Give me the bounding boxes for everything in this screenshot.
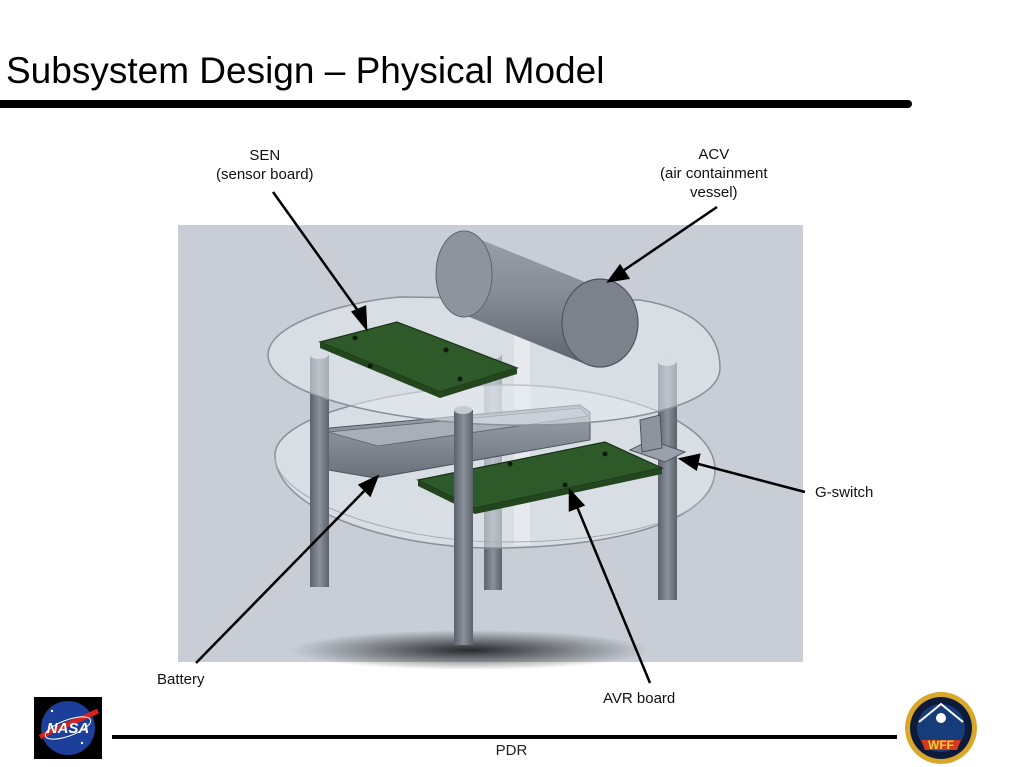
callout-arrows xyxy=(195,191,806,684)
battery-callout-label: Battery xyxy=(157,671,205,688)
acv-callout-line1: ACV xyxy=(698,146,730,163)
slide-title: Subsystem Design – Physical Model xyxy=(6,50,605,91)
acv-arrow xyxy=(613,205,718,279)
gswitch-callout-label: G-switch xyxy=(815,484,874,501)
acv-arrow-head xyxy=(606,263,631,283)
title-underline xyxy=(0,100,912,108)
footer-rule xyxy=(112,735,897,739)
avr-callout-label: AVR board xyxy=(603,690,676,707)
nasa-logo-text: NASA xyxy=(47,720,90,737)
avr-board-hole xyxy=(602,451,608,457)
avr-board-hole xyxy=(562,482,568,488)
battery-arrow-head xyxy=(357,474,380,498)
rod-front-center-cap xyxy=(454,406,472,414)
gswitch-arrow xyxy=(686,459,806,494)
acv-cylinder-body xyxy=(462,232,590,366)
sen-callout-line1: SEN xyxy=(249,147,281,164)
lower-plate-edge xyxy=(274,457,716,543)
battery-arrow xyxy=(195,481,374,664)
sen-callout-line2: (sensor board) xyxy=(216,166,314,183)
footer-text: PDR xyxy=(495,742,528,759)
sen-board-hole xyxy=(457,376,463,382)
rod-front-left xyxy=(310,355,329,587)
sen-board-edge xyxy=(320,342,517,398)
floor-shadow xyxy=(290,630,650,670)
acv-cylinder-back-cap xyxy=(435,230,493,318)
wff-logo: WFF xyxy=(905,692,977,764)
acv-callout-line2: (air containment xyxy=(660,165,768,182)
g-switch-bracket xyxy=(639,414,663,453)
rod-front-center xyxy=(454,410,473,645)
rod-right xyxy=(658,362,677,600)
avr-board-hole xyxy=(507,461,513,467)
acv-callout-label: ACV (air containment vessel) xyxy=(660,145,768,202)
sen-board-hole xyxy=(367,363,373,369)
acv-callout-line3: vessel) xyxy=(690,184,738,201)
sen-board-hole xyxy=(352,335,358,341)
wff-logo-text: WFF xyxy=(928,738,954,752)
avr-arrow-head xyxy=(568,487,586,512)
sen-board-hole xyxy=(443,347,449,353)
nasa-logo: NASA xyxy=(34,697,102,759)
avr-arrow xyxy=(571,496,652,684)
sen-callout-label: SEN (sensor board) xyxy=(216,146,314,184)
acv-cylinder-front-cap xyxy=(561,278,639,368)
gswitch-arrow-head xyxy=(677,453,701,472)
sen-arrow-head xyxy=(350,305,368,332)
sen-arrow xyxy=(271,191,368,323)
